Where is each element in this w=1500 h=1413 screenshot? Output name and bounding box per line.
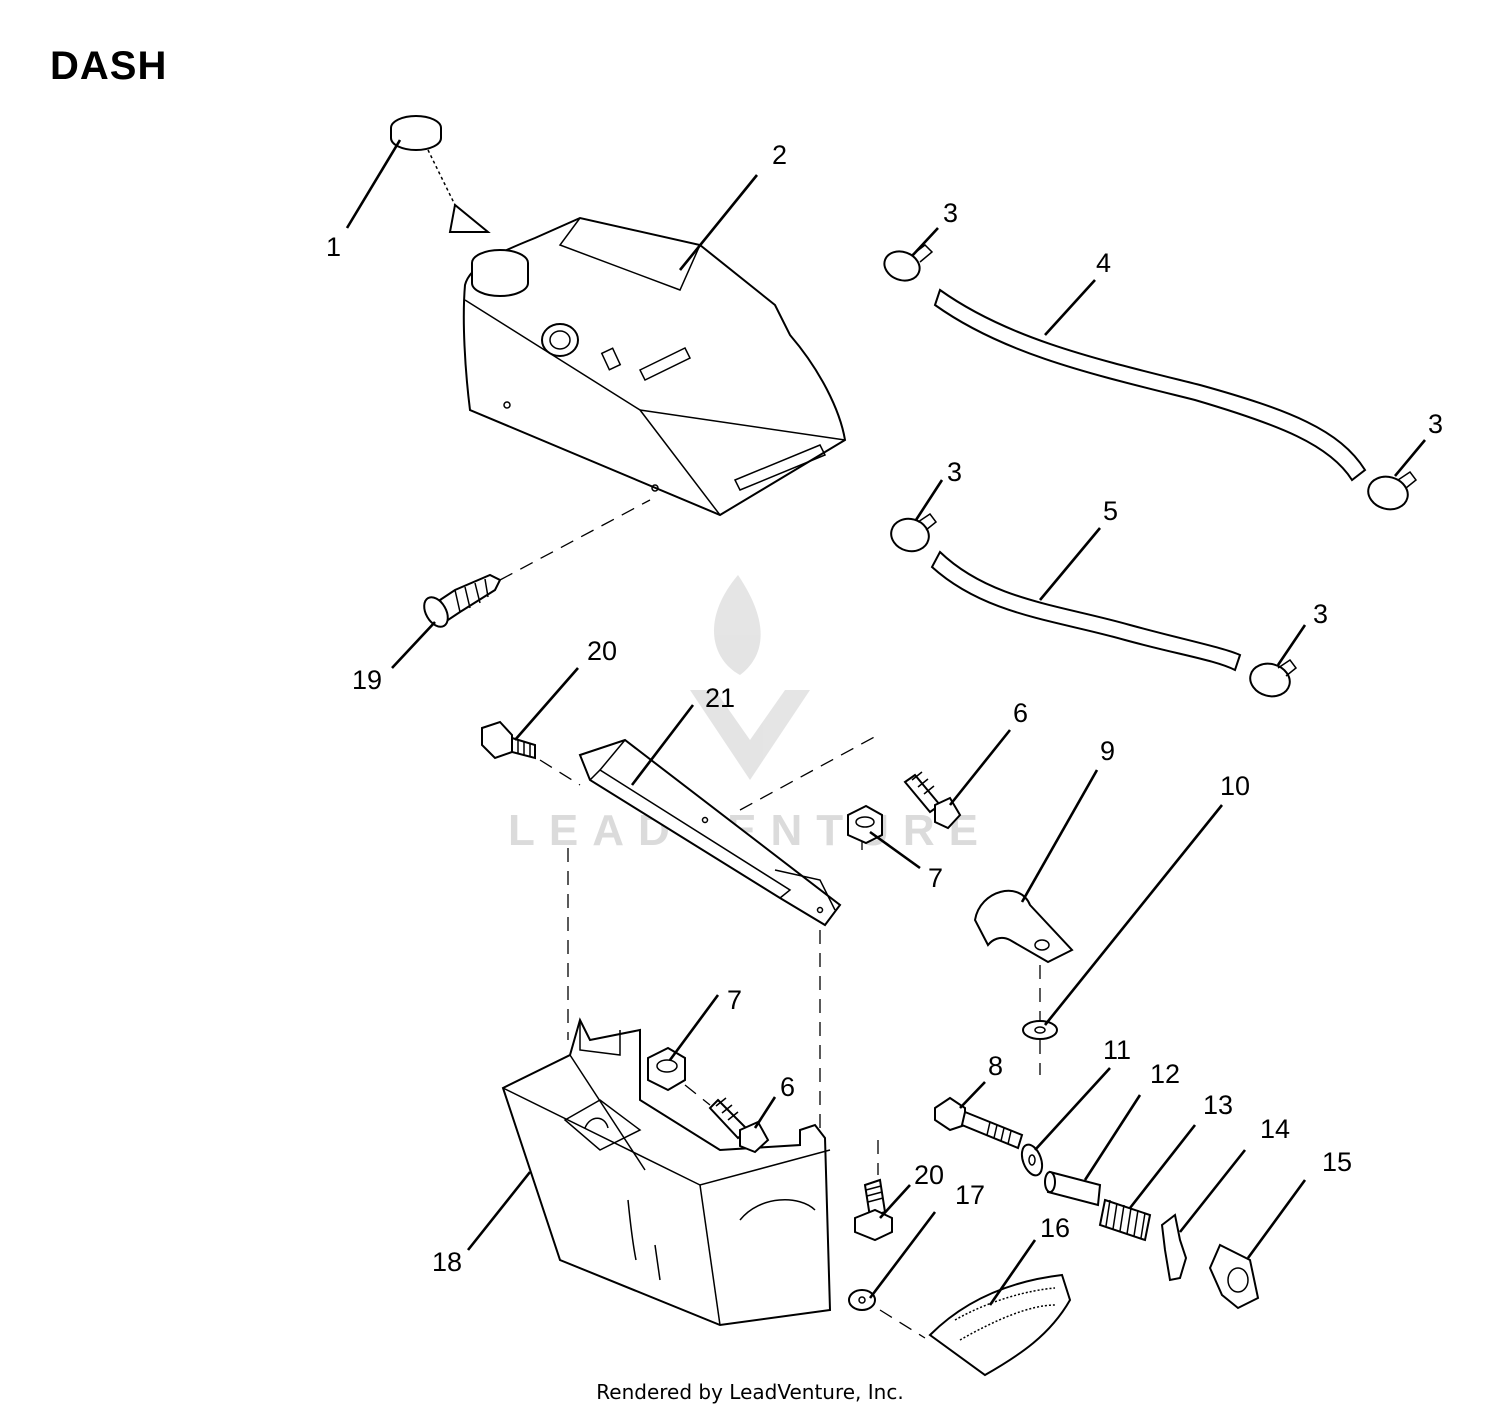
callout-6: 6 <box>780 1072 795 1102</box>
callout-2: 2 <box>772 140 787 170</box>
callout-3: 3 <box>1313 599 1328 629</box>
callout-5: 5 <box>1103 496 1118 526</box>
callout-14: 14 <box>1260 1114 1290 1144</box>
callout-9: 9 <box>1100 736 1115 766</box>
part-dash-panel <box>501 1017 832 1327</box>
callout-4: 4 <box>1096 248 1111 278</box>
part-fuel-hose-lower <box>930 550 1242 672</box>
footer-credit: Rendered by LeadVenture, Inc. <box>596 1380 904 1404</box>
part-hose-clamp-3 <box>890 512 938 553</box>
part-mounting-bracket <box>578 738 842 927</box>
part-bolt-upper <box>481 720 581 786</box>
callout-16: 16 <box>1040 1213 1070 1243</box>
part-hose-clamp-4 <box>1249 658 1298 698</box>
callout-8: 8 <box>988 1051 1003 1081</box>
callout-13: 13 <box>1203 1090 1233 1120</box>
callout-12: 12 <box>1150 1059 1180 1089</box>
part-fuel-tank <box>462 216 847 517</box>
part-spring-clip <box>1160 1213 1188 1282</box>
callout-3: 3 <box>1428 409 1443 439</box>
watermark-flame-icon <box>713 575 761 675</box>
callout-6: 6 <box>1013 698 1028 728</box>
callout-19: 19 <box>352 665 382 695</box>
part-bolt-lower <box>854 1178 893 1242</box>
callout-18: 18 <box>432 1247 462 1277</box>
part-small-nut <box>848 1289 876 1311</box>
part-hose-clamp-2 <box>1367 470 1418 511</box>
part-spring <box>1098 1198 1152 1242</box>
watermark: LEADVENTURE <box>508 575 978 855</box>
callout-20: 20 <box>914 1160 944 1190</box>
part-pipe-clip <box>973 889 1074 1020</box>
page-title: DASH <box>50 44 168 88</box>
part-fuel-hose-upper <box>933 288 1367 482</box>
watermark-v-icon <box>690 690 810 780</box>
callout-1: 1 <box>326 232 341 262</box>
callout-21: 21 <box>705 683 735 713</box>
callout-7: 7 <box>727 985 742 1015</box>
part-decal-scale <box>879 1273 1072 1377</box>
part-fuel-cap <box>390 115 491 233</box>
part-screw-lower <box>708 1097 770 1154</box>
callout-11: 11 <box>1103 1035 1131 1065</box>
part-nut-lower <box>647 1046 711 1106</box>
callout-15: 15 <box>1322 1147 1352 1177</box>
part-washer-10 <box>1022 1020 1058 1075</box>
callout-7: 7 <box>928 863 943 893</box>
part-screw-upper <box>903 771 962 830</box>
callout-3: 3 <box>943 198 958 228</box>
part-spacer <box>1044 1170 1102 1207</box>
part-long-bolt <box>934 1096 1024 1150</box>
part-push-rivet <box>423 499 651 628</box>
leader-lines <box>345 139 1426 1306</box>
callout-numbers: 1 2 3 3 3 3 4 5 6 6 7 7 8 9 10 11 12 13 … <box>326 140 1443 1277</box>
callout-3: 3 <box>947 457 962 487</box>
callout-10: 10 <box>1220 771 1250 801</box>
part-washer-11 <box>1020 1143 1044 1177</box>
callout-20: 20 <box>587 636 617 666</box>
part-hose-clamp-1 <box>883 244 934 282</box>
part-knob-housing <box>1208 1243 1260 1310</box>
callout-17: 17 <box>955 1180 985 1210</box>
